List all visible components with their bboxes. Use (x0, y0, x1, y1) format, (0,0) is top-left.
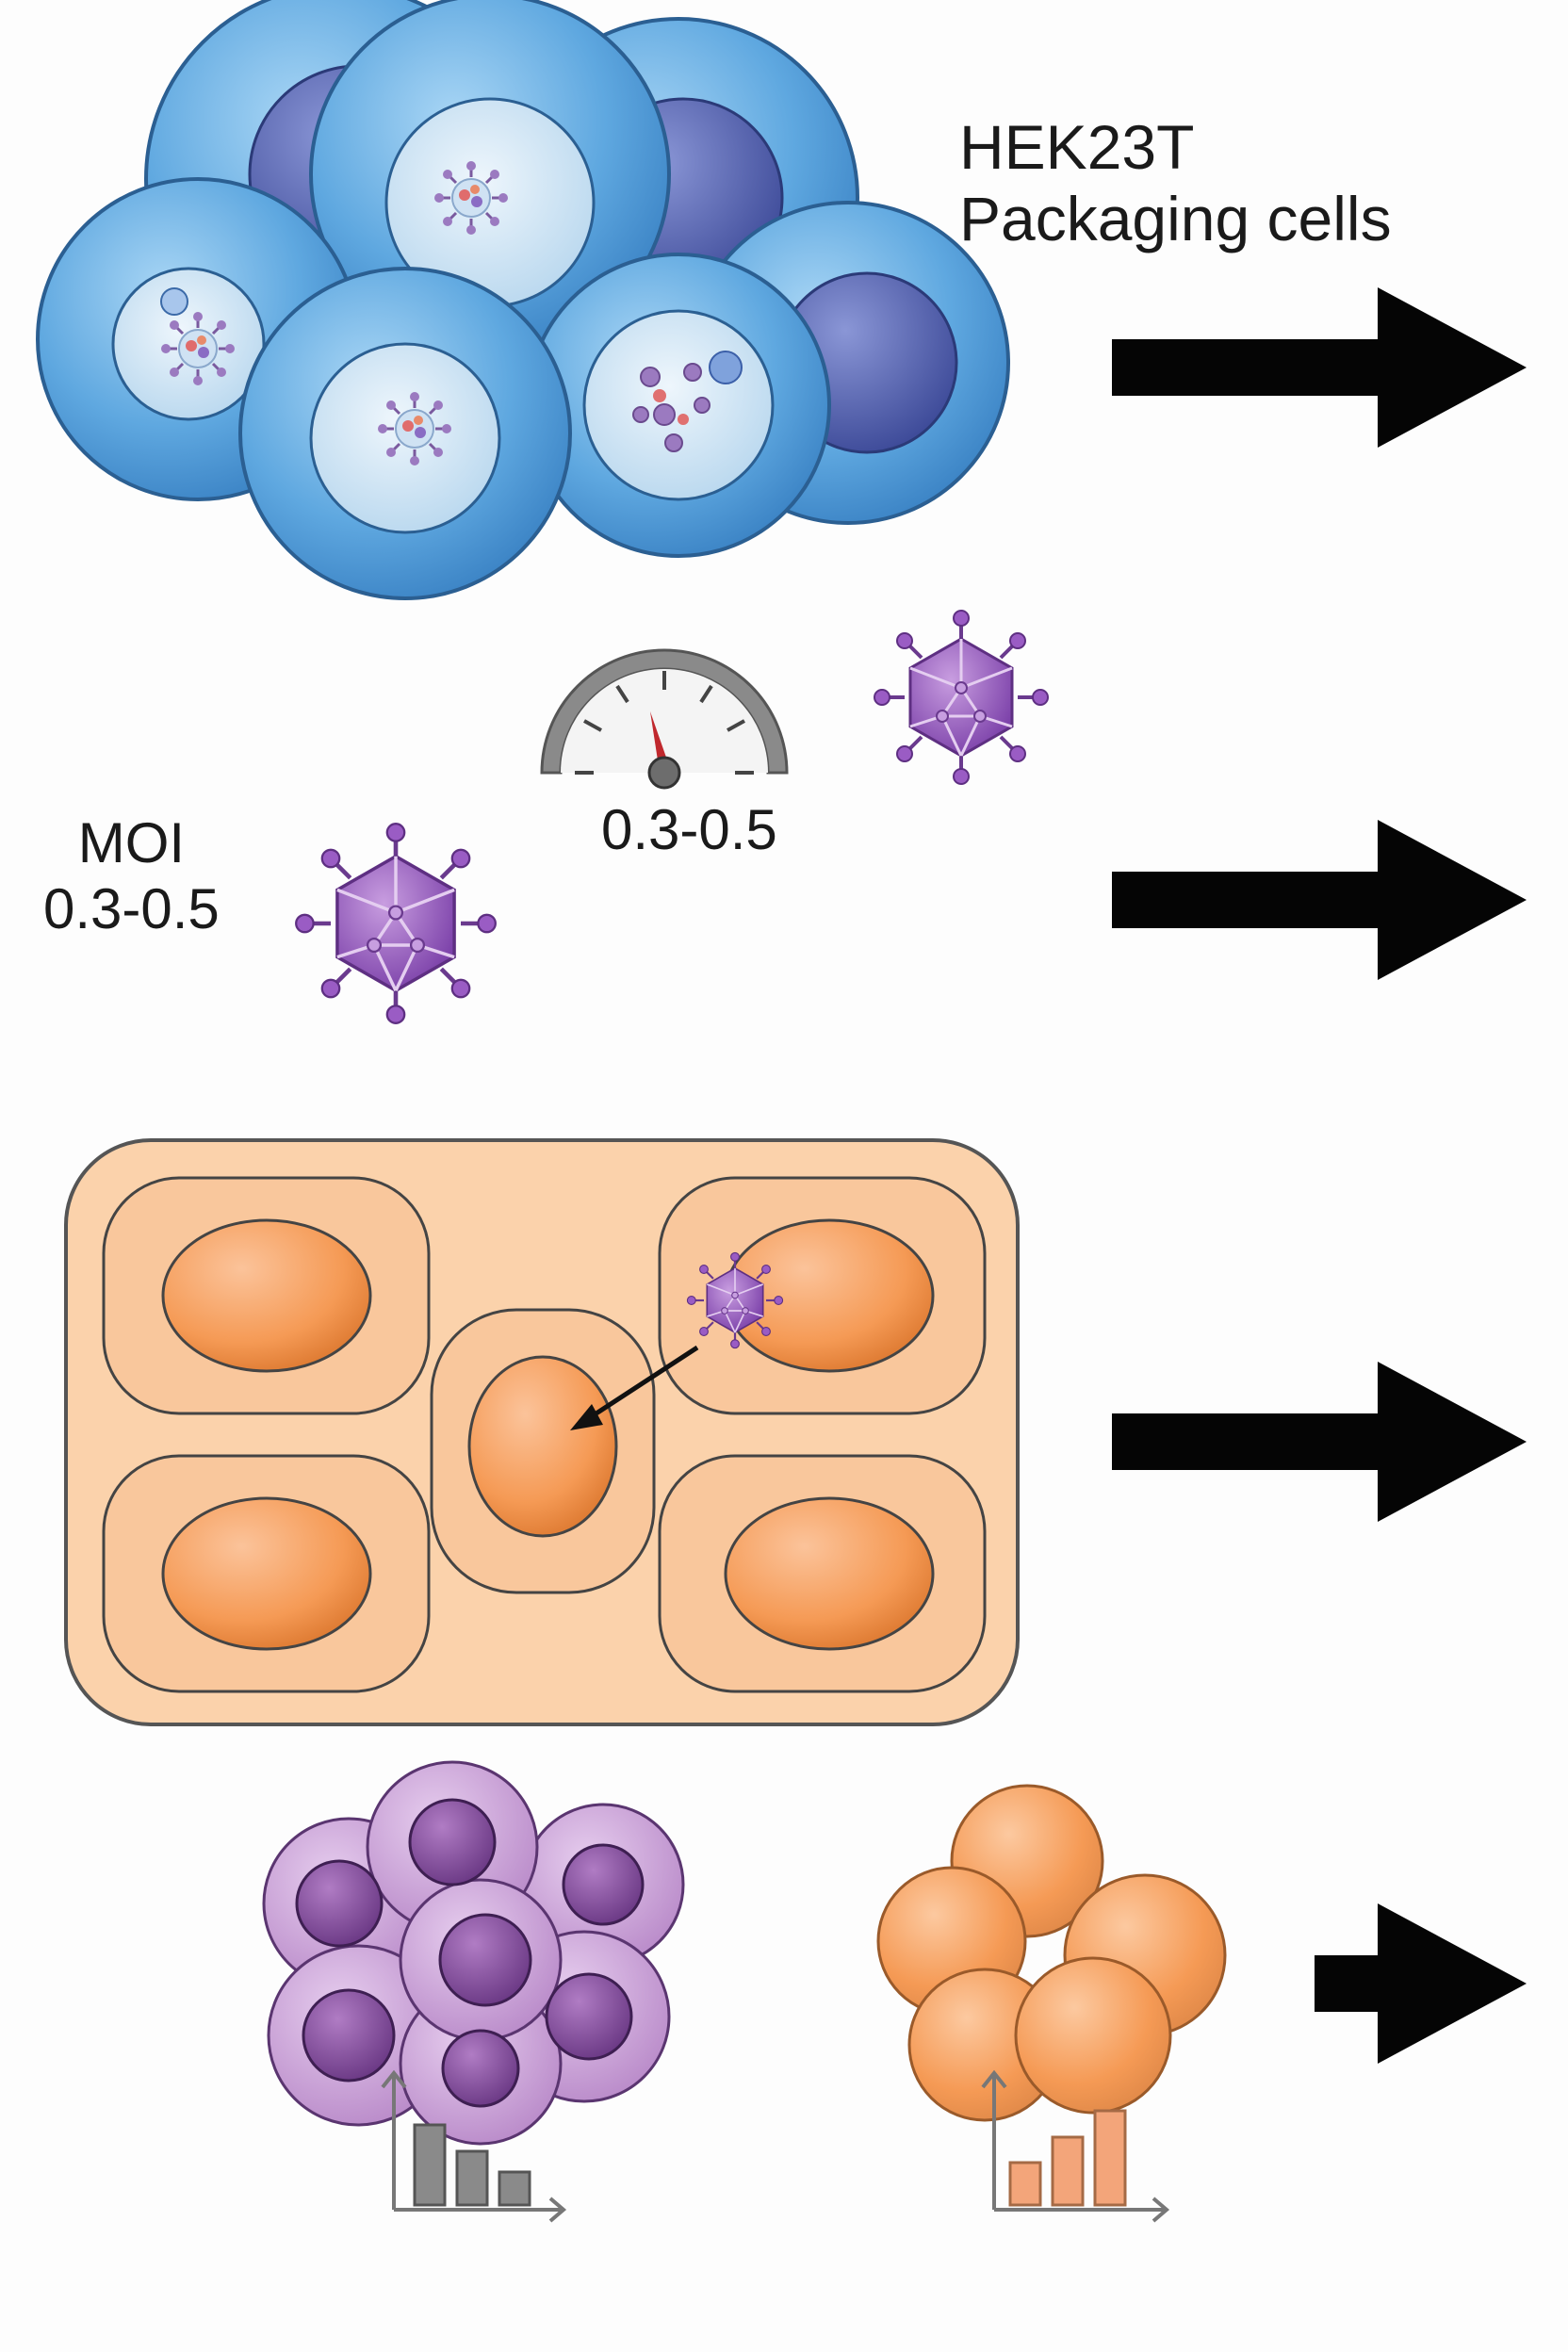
gauge-range-label: 0.3-0.5 (601, 798, 777, 861)
moi-label: MOI 0.3-0.5 (43, 810, 220, 942)
cell-line-name: HEK23T (959, 112, 1195, 182)
packaging-cells-label: HEK23T Packaging cells (959, 111, 1392, 254)
bar (1008, 2161, 1042, 2207)
target-cell (430, 1308, 656, 1594)
cell-line-description: Packaging cells (959, 184, 1392, 253)
orange-cell-cluster (876, 1784, 1227, 2122)
target-cell (102, 1454, 431, 1693)
arrow-step-1 (1112, 287, 1527, 448)
packaging-cell (526, 253, 831, 558)
packaging-cell-cluster (36, 0, 1010, 600)
arrow-step-3 (1112, 1362, 1527, 1522)
moi-title: MOI (77, 811, 186, 874)
bar (1051, 2135, 1085, 2207)
bar (455, 2149, 489, 2207)
bar (1093, 2109, 1127, 2207)
target-cell (102, 1176, 431, 1415)
entry-arrow (570, 1345, 699, 1430)
target-cell (658, 1454, 987, 1693)
bar (413, 2123, 447, 2207)
purple-cell-cluster (262, 1760, 685, 2146)
decreasing-bar-chart-icon (381, 2069, 567, 2223)
virus-particle-icon (296, 824, 496, 1023)
gauge-icon (540, 648, 789, 790)
increasing-bar-chart-icon (981, 2069, 1170, 2223)
moi-range: 0.3-0.5 (43, 877, 220, 940)
arrow-step-4 (1315, 1903, 1527, 2064)
virus-particle-icon (873, 609, 1050, 786)
packaging-cell (238, 267, 572, 600)
arrow-step-2 (1112, 820, 1527, 980)
packaging-cell (309, 0, 671, 355)
bar (498, 2170, 531, 2207)
target-cell-sheet (64, 1138, 1020, 1726)
virus-particle-icon (686, 1251, 784, 1349)
